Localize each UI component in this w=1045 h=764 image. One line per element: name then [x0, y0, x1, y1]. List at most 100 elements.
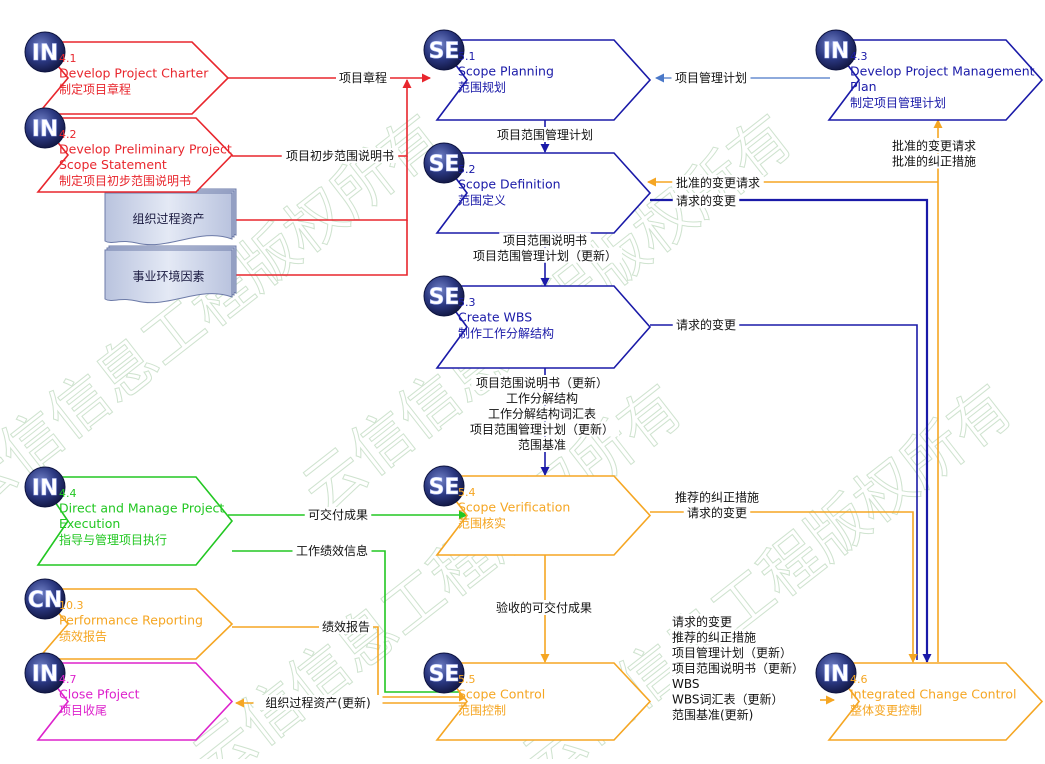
- process-name-zh: 范围规划: [458, 80, 506, 95]
- label-background: [670, 660, 812, 676]
- process-name-en: Close Pfoject: [59, 687, 140, 702]
- process-number: 4.7: [59, 673, 77, 686]
- flow-label-text: 项目范围管理计划（更新）: [470, 422, 614, 437]
- label-background: [672, 193, 740, 208]
- label-background: [483, 406, 601, 421]
- process-number: 10.3: [59, 599, 84, 612]
- process-name-zh: 指导与管理项目执行: [59, 532, 167, 547]
- flow-label-text: 项目范围管理计划（更新）: [473, 248, 617, 263]
- process-badge-icon: [24, 107, 66, 149]
- label-background: [499, 232, 591, 248]
- label-background: [336, 70, 390, 85]
- label-background: [468, 247, 622, 263]
- label-background: [670, 707, 774, 722]
- flow-label-text: 范围基准: [518, 438, 566, 452]
- process-badge-icon: [423, 652, 465, 694]
- flow-label-text: 项目范围说明书（更新）: [476, 375, 608, 390]
- process-badge-icon: [24, 31, 66, 73]
- document-label: 组织过程资产: [132, 211, 204, 226]
- label-background: [281, 148, 399, 163]
- process-name-en: Create WBS: [458, 310, 532, 325]
- process-name-en: Integrated Change Control: [850, 687, 1016, 702]
- process-name-zh: 项目收尾: [59, 704, 107, 718]
- document-d2: 事业环境因素: [104, 245, 237, 304]
- process-box-outline: [435, 39, 652, 121]
- process-box-outline: [36, 588, 234, 660]
- process-box-outline: [435, 152, 652, 234]
- process-name-zh: 制定项目初步范围说明书: [59, 173, 191, 188]
- badge-text: SE: [429, 475, 460, 500]
- process-number: 5.4: [458, 486, 476, 499]
- badge-text: CN: [28, 588, 63, 613]
- label-background: [671, 70, 751, 85]
- flow-label-text: 项目初步范围说明书: [286, 148, 394, 163]
- badge-text: IN: [32, 41, 59, 66]
- process-badge-icon: [423, 465, 465, 507]
- process-name-zh: 制定项目章程: [59, 82, 131, 97]
- badge-text: IN: [32, 662, 59, 687]
- process-badge-icon: [24, 466, 66, 508]
- label-background: [471, 375, 613, 390]
- badge-text: SE: [429, 662, 460, 687]
- flow-label-f10: 项目范围说明书（更新）工作分解结构工作分解结构词汇表项目范围管理计划（更新）范围…: [465, 375, 619, 452]
- process-box-outline: [435, 285, 652, 369]
- process-name-zh: 范围核实: [458, 516, 506, 531]
- badge-text: SE: [429, 39, 460, 64]
- flow-label-text: 项目范围说明书: [503, 232, 587, 247]
- process-box-outline: [827, 39, 1044, 121]
- label-background: [670, 676, 712, 691]
- document-d1: 组织过程资产: [104, 188, 237, 246]
- label-background: [888, 138, 980, 153]
- badge-text: IN: [823, 662, 850, 687]
- flow-label-f15: 绩效报告: [319, 619, 373, 634]
- process-badge-icon: [815, 29, 857, 71]
- label-background: [502, 390, 582, 406]
- process-number: 4.3: [850, 50, 868, 63]
- process-name-zh: 整体变更控制: [850, 703, 922, 718]
- flow-label-f16: 组织过程资产(更新): [253, 695, 383, 710]
- document-label: 事业环境因素: [132, 269, 204, 284]
- process-name-zh: 制定项目管理计划: [850, 95, 946, 110]
- label-background: [672, 317, 740, 332]
- label-background: [492, 600, 596, 615]
- process-badge-icon: [423, 142, 465, 184]
- process-number: 5.3: [458, 296, 476, 309]
- process-box-outline: [435, 662, 652, 741]
- flow-label-text: 请求的变更: [672, 614, 732, 629]
- flow-label-text: 范围基准(更新): [672, 707, 753, 722]
- process-badge-icon: [815, 652, 857, 694]
- process-name-zh: 范围定义: [458, 193, 506, 208]
- label-background: [888, 153, 980, 169]
- flow-label-text: 请求的变更: [676, 193, 736, 208]
- badge-text: SE: [429, 285, 460, 310]
- flow-label-f1: 项目章程: [336, 70, 390, 85]
- process-name-en: Scope Control: [458, 687, 545, 702]
- flow-label-text: 批准的纠正措施: [892, 154, 976, 169]
- flow-label-f3: 项目管理计划: [671, 70, 751, 85]
- flow-label-text: 请求的变更: [676, 317, 736, 332]
- arrow-103-to-55: [232, 626, 468, 702]
- label-background: [671, 489, 763, 505]
- flow-label-text: 推荐的纠正措施: [672, 630, 756, 645]
- flow-label-f4: 项目范围管理计划: [493, 127, 597, 142]
- process-name-en: Performance Reporting: [59, 613, 203, 628]
- label-background: [304, 507, 372, 522]
